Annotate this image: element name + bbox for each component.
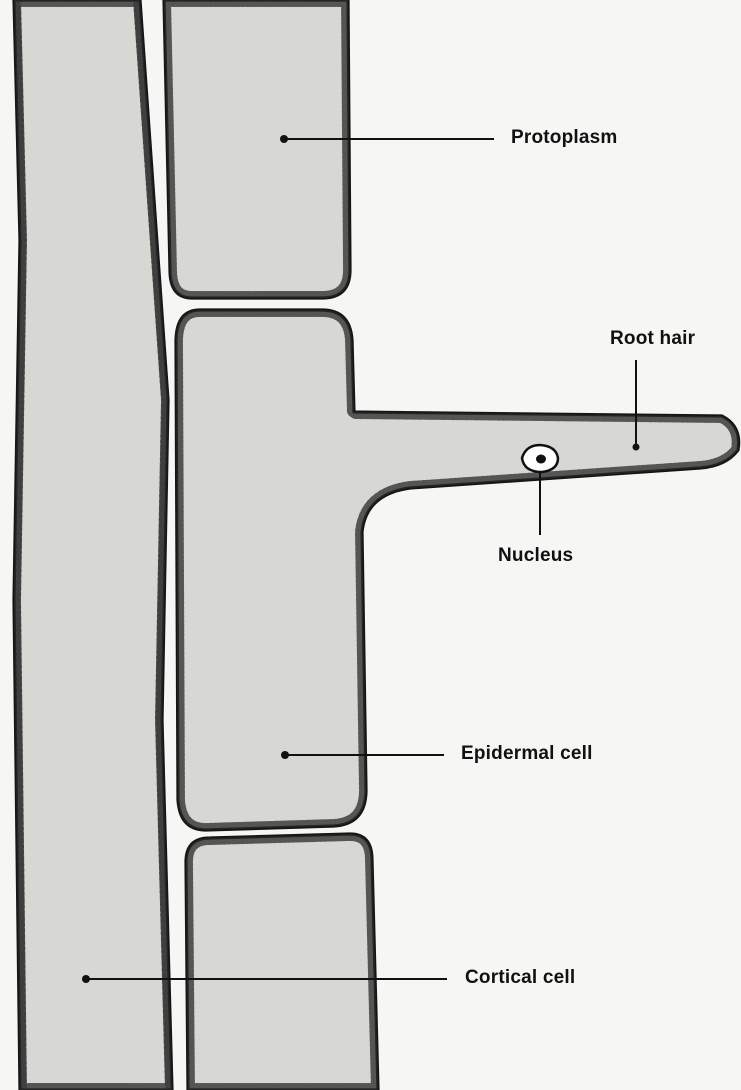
nucleus — [522, 445, 558, 472]
label-protoplasm: Protoplasm — [511, 127, 618, 149]
lower-epidermal-cell — [186, 834, 378, 1090]
label-epidermal-cell: Epidermal cell — [461, 743, 593, 765]
label-root-hair: Root hair — [610, 328, 695, 350]
label-cortical-cell: Cortical cell — [465, 967, 575, 989]
epidermal-cell — [176, 310, 739, 830]
cortical-cell — [14, 0, 172, 1090]
label-nucleus: Nucleus — [498, 545, 573, 567]
upper-epidermal-cell — [164, 0, 350, 298]
